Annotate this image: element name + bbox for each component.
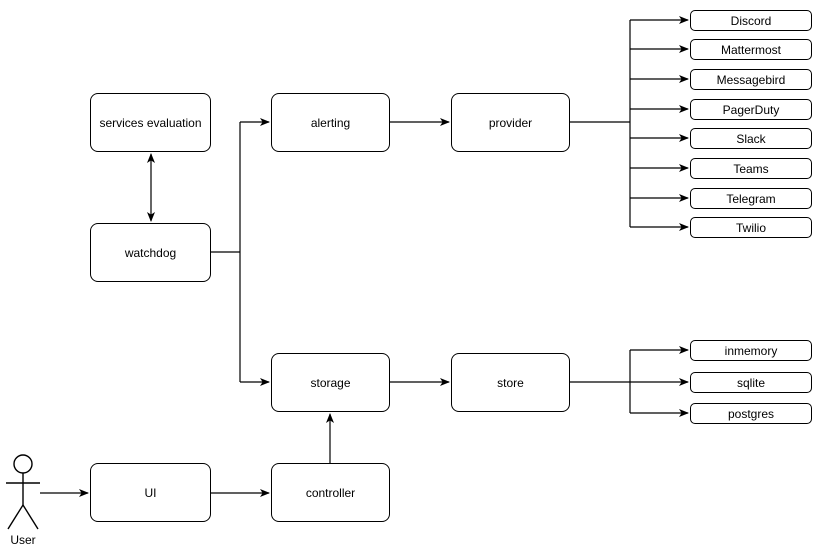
node-provider[interactable]: provider [451,93,570,152]
node-store-postgres[interactable]: postgres [690,403,812,424]
node-store-inmemory[interactable]: inmemory [690,340,812,361]
node-services-evaluation[interactable]: services evaluation [90,93,211,152]
node-provider-slack[interactable]: Slack [690,128,812,149]
node-provider-twilio[interactable]: Twilio [690,217,812,238]
node-ui[interactable]: UI [90,463,211,522]
node-provider-messagebird[interactable]: Messagebird [690,69,812,90]
node-controller[interactable]: controller [271,463,390,522]
node-watchdog[interactable]: watchdog [90,223,211,282]
node-provider-teams[interactable]: Teams [690,158,812,179]
node-provider-telegram[interactable]: Telegram [690,188,812,209]
node-provider-discord[interactable]: Discord [690,10,812,31]
user-stick-figure [6,454,40,530]
node-store[interactable]: store [451,353,570,412]
user-actor-label: User [10,533,36,547]
node-provider-pagerduty[interactable]: PagerDuty [690,99,812,120]
node-store-sqlite[interactable]: sqlite [690,372,812,393]
node-storage[interactable]: storage [271,353,390,412]
node-alerting[interactable]: alerting [271,93,390,152]
node-provider-mattermost[interactable]: Mattermost [690,39,812,60]
